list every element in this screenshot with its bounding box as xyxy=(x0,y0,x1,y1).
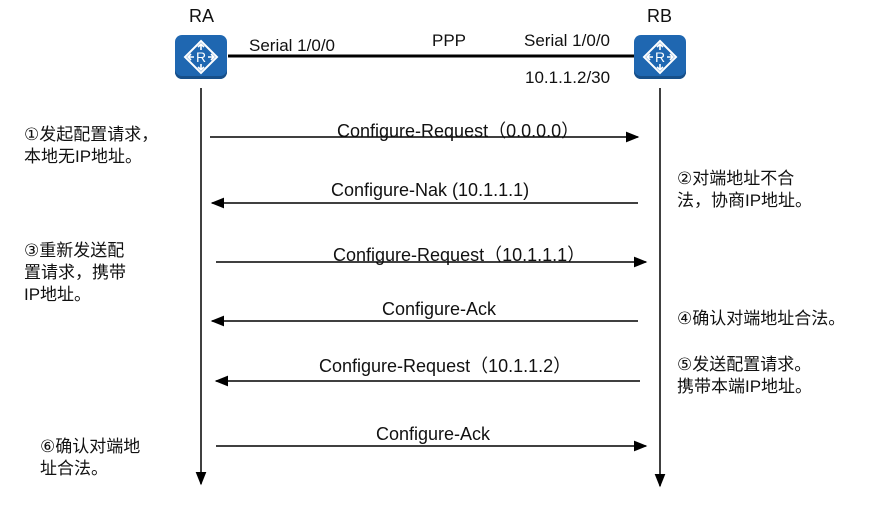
svg-text:R: R xyxy=(655,49,665,65)
step-note-1: ①发起配置请求， 本地无IP地址。 xyxy=(24,125,159,166)
rb-router-icon: R xyxy=(634,35,686,79)
message-label-3: Configure-Request（10.1.1.1） xyxy=(333,245,586,265)
message-label-6: Configure-Ack xyxy=(376,424,491,444)
step-note-5: ⑤发送配置请求。 携带本端IP地址。 xyxy=(677,355,813,396)
ra-interface-label: Serial 1/0/0 xyxy=(249,36,335,55)
ppp-protocol-label: PPP xyxy=(432,31,467,50)
ra-router-icon: R xyxy=(175,35,227,79)
step-note-4: ④确认对端地址合法。 xyxy=(677,309,846,328)
rb-interface-label: Serial 1/0/0 xyxy=(524,31,610,50)
message-label-4: Configure-Ack xyxy=(382,299,497,319)
message-label-2: Configure-Nak (10.1.1.1) xyxy=(331,180,530,200)
step-note-3: ③重新发送配 置请求，携带 IP地址。 xyxy=(24,241,126,304)
message-label-5: Configure-Request（10.1.1.2） xyxy=(319,356,572,376)
message-label-1: Configure-Request（0.0.0.0） xyxy=(337,121,580,141)
step-note-2: ②对端地址不合 法，协商IP地址。 xyxy=(677,169,813,210)
svg-text:R: R xyxy=(196,49,206,65)
rb-address-label: 10.1.1.2/30 xyxy=(525,68,611,87)
step-note-6: ⑥确认对端地 址合法。 xyxy=(40,437,141,478)
rb-label: RB xyxy=(647,6,673,26)
ra-label: RA xyxy=(189,6,215,26)
